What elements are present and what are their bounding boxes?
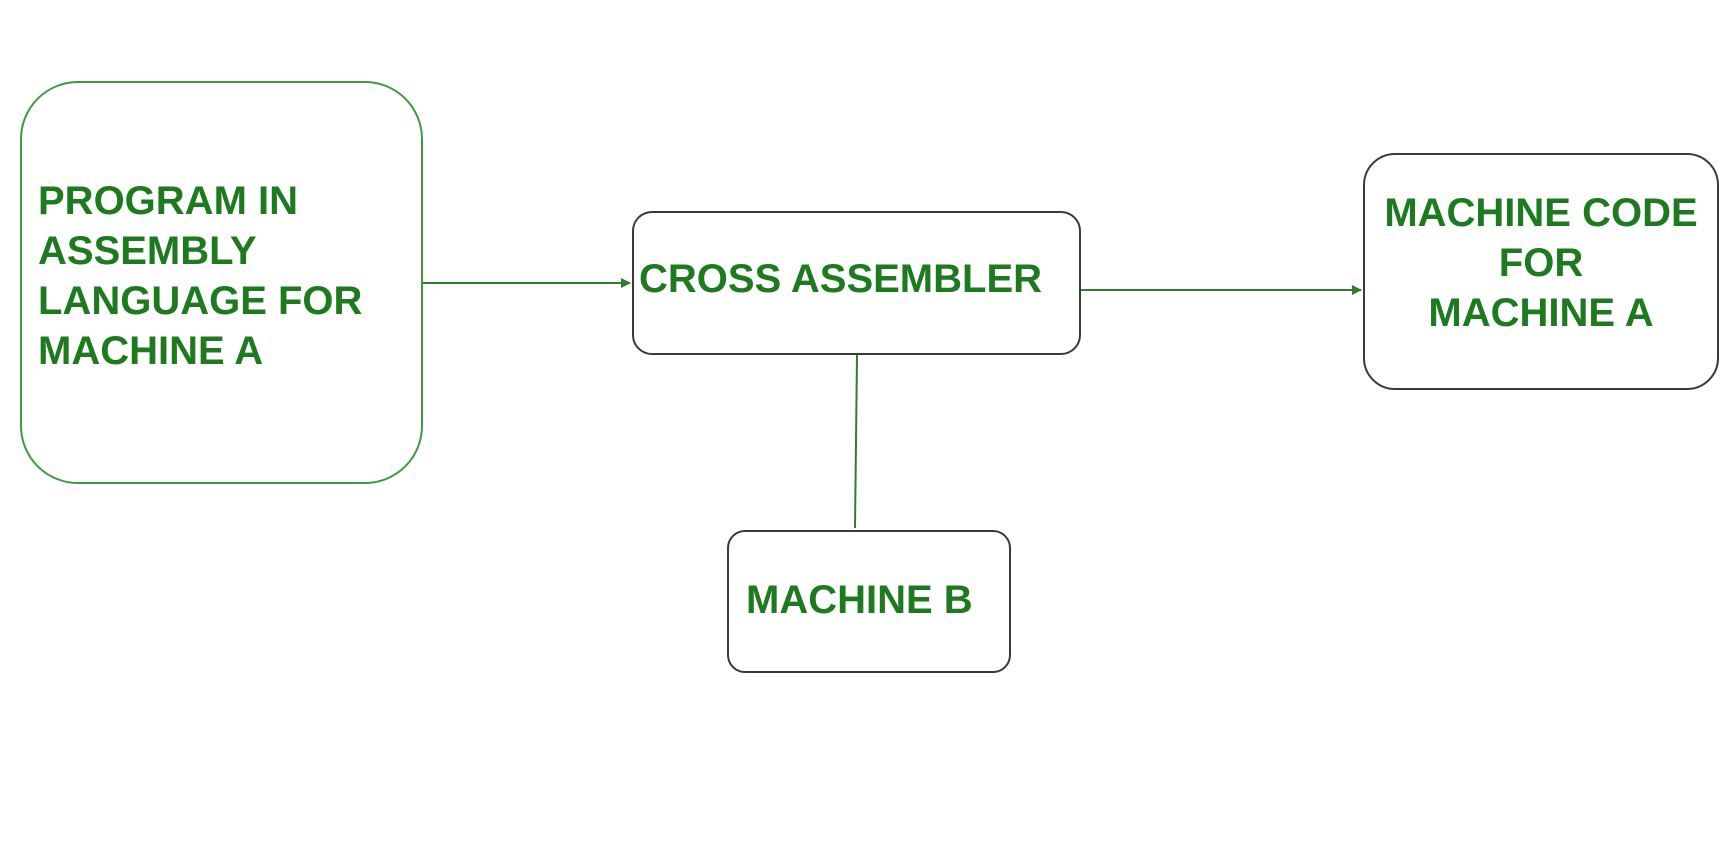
- source-program-label-line-1: PROGRAM IN: [38, 178, 298, 223]
- machine-b-box: MACHINE B: [727, 530, 1011, 673]
- machine-code-label-line-2: FOR: [1498, 240, 1584, 285]
- source-program-label-line-3: LANGUAGE FOR: [38, 278, 363, 323]
- source-program-box: PROGRAM IN ASSEMBLY LANGUAGE FOR MACHINE…: [20, 81, 423, 484]
- source-program-label-line-2: ASSEMBLY: [38, 228, 257, 273]
- machine-code-label-line-1: MACHINE CODE: [1384, 190, 1698, 235]
- cross-assembler-label: CROSS ASSEMBLER: [639, 257, 1043, 301]
- edge-assembler-to-machine-b: [854, 354, 858, 529]
- machine-b-label: MACHINE B: [746, 577, 973, 622]
- source-program-label-line-4: MACHINE A: [38, 328, 264, 373]
- machine-code-box: MACHINE CODE FOR MACHINE A: [1363, 153, 1719, 390]
- machine-code-label-line-3: MACHINE A: [1428, 290, 1654, 335]
- cross-assembler-box: CROSS ASSEMBLER: [632, 211, 1081, 355]
